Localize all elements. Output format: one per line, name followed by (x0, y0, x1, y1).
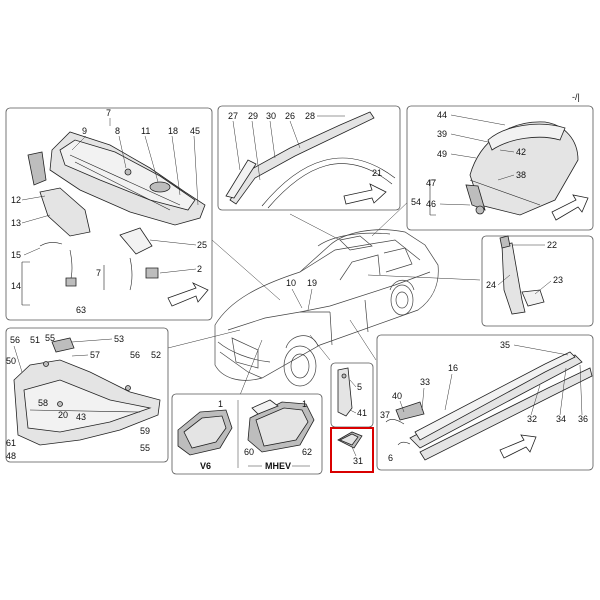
label-v6: V6 (200, 461, 211, 471)
panel-engine-covers: 1 1 60 62 V6 MHEV (171, 393, 323, 475)
callout-16: 16 (448, 363, 458, 373)
callout-15: 15 (11, 250, 21, 260)
callout-18: 18 (168, 126, 178, 136)
callout-28: 28 (305, 111, 315, 121)
callout-44: 44 (437, 110, 447, 120)
callout-57: 57 (90, 350, 100, 360)
callout-52: 52 (151, 350, 161, 360)
panel-pillar: 22 24 23 (481, 235, 594, 327)
callout-5: 5 (357, 382, 362, 392)
callout-25: 25 (197, 240, 207, 250)
panel-roof-rails: 27 29 30 26 28 21 (217, 105, 401, 211)
panel-cowl: 7 9 8 11 18 45 12 13 25 15 7 2 14 63 (5, 107, 213, 321)
callout-8: 8 (115, 126, 120, 136)
car-callouts: 10 19 (286, 278, 317, 311)
callout-41: 41 (357, 408, 367, 418)
callout-42: 42 (516, 147, 526, 157)
callout-55b: 55 (140, 443, 150, 453)
panel-front-beam: 56 51 53 50 55 57 56 52 58 20 43 59 61 5… (5, 327, 169, 463)
callout-29: 29 (248, 111, 258, 121)
callout-53: 53 (114, 334, 124, 344)
callout-24: 24 (486, 280, 496, 290)
callout-54: 54 (411, 197, 421, 207)
callout-30: 30 (266, 111, 276, 121)
callout-32: 32 (527, 414, 537, 424)
callout-34: 34 (556, 414, 566, 424)
callout-63: 63 (76, 305, 86, 315)
label-mhev: MHEV (265, 461, 291, 471)
callout-13: 13 (11, 218, 21, 228)
callout-26: 26 (285, 111, 295, 121)
callout-50: 50 (6, 356, 16, 366)
car-illustration (214, 229, 439, 387)
callout-46: 46 (426, 199, 436, 209)
callout-19: 19 (307, 278, 317, 288)
callout-21: 21 (372, 168, 382, 178)
callout-31: 31 (353, 456, 363, 466)
callout-11: 11 (141, 126, 150, 136)
callout-20: 20 (58, 410, 68, 420)
callout-59: 59 (140, 426, 150, 436)
callout-23: 23 (553, 275, 563, 285)
callout-62: 62 (302, 447, 312, 457)
callout-10: 10 (286, 278, 296, 288)
callout-27: 27 (228, 111, 238, 121)
callout-45: 45 (190, 126, 200, 136)
callout-37: 37 (380, 410, 390, 420)
callout-55: 55 (45, 333, 55, 343)
callout-43: 43 (76, 412, 86, 422)
callout-1-v6: 1 (218, 399, 223, 409)
panel-door-trim: 5 41 31 (330, 362, 374, 473)
callout-48: 48 (6, 451, 16, 461)
callout-35: 35 (500, 340, 510, 350)
callout-12: 12 (11, 195, 21, 205)
callout-39: 39 (437, 129, 447, 139)
callout-58: 58 (38, 398, 48, 408)
callout-51: 51 (30, 335, 40, 345)
callout-33: 33 (420, 377, 430, 387)
callout-61: 61 (6, 438, 16, 448)
callout-14: 14 (11, 281, 21, 291)
panel-sill: 35 16 33 40 37 6 32 34 36 (376, 334, 594, 471)
callout-56: 56 (10, 335, 20, 345)
callout-56b: 56 (130, 350, 140, 360)
callout-47: 47 (426, 178, 436, 188)
callout-49: 49 (437, 149, 447, 159)
callout-7: 7 (106, 108, 111, 118)
callout-1-mhev: 1 (302, 399, 307, 409)
callout-2: 2 (197, 264, 202, 274)
callout-6: 6 (388, 453, 393, 463)
page-marker: -/| (572, 92, 580, 102)
callout-36: 36 (578, 414, 588, 424)
callout-7b: 7 (96, 268, 101, 278)
panel-tailgate: 44 39 42 49 38 47 54 46 (406, 105, 594, 231)
callout-9: 9 (82, 126, 87, 136)
callout-38: 38 (516, 170, 526, 180)
leader-lines (167, 199, 481, 396)
callout-60: 60 (244, 447, 254, 457)
callout-40: 40 (392, 391, 402, 401)
callout-22: 22 (547, 240, 557, 250)
